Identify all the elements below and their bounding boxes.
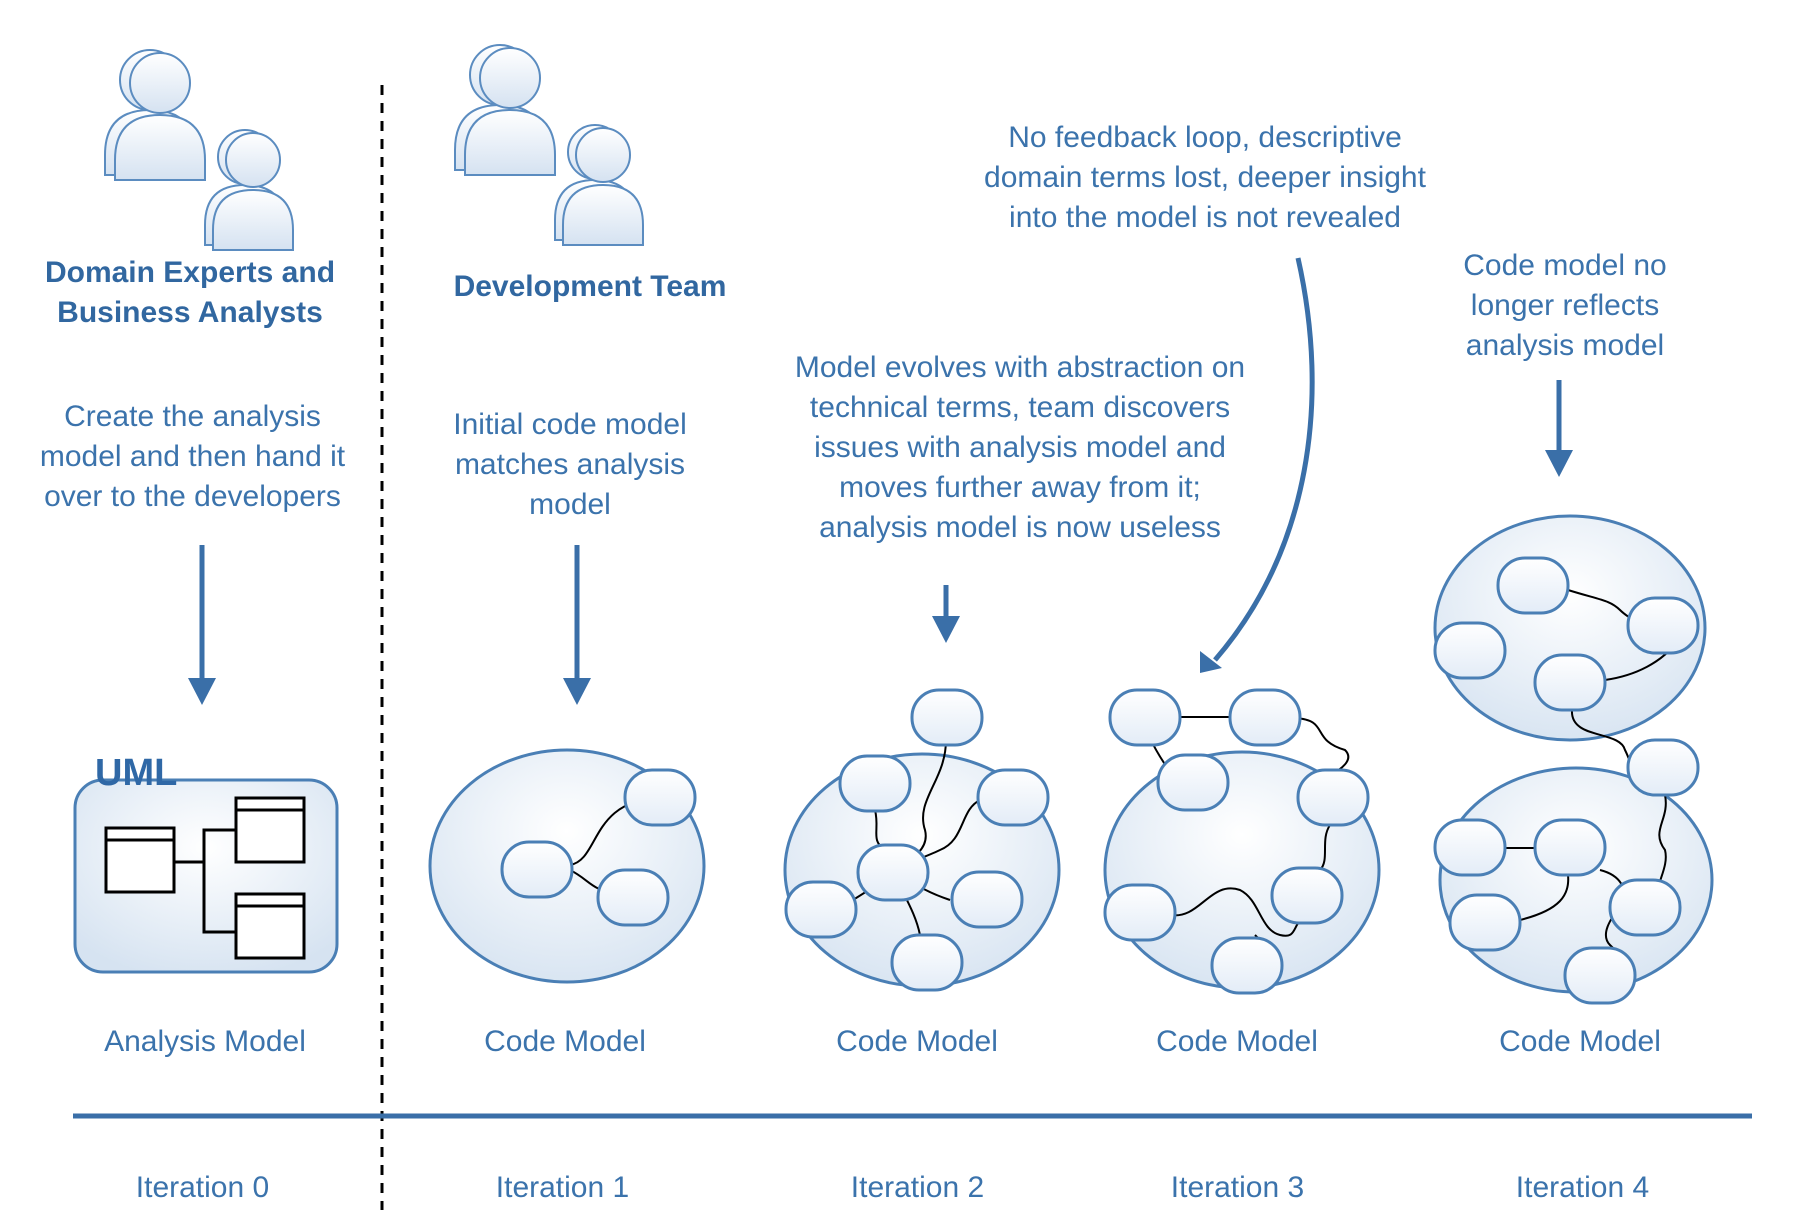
code-model-label-1: Code Model [484,1025,646,1058]
iteration-label-3: Iteration 3 [1170,1171,1305,1204]
iteration-label-0: Iteration 0 [135,1171,270,1204]
code-model-4 [1433,514,1714,1005]
code-model-3 [1103,688,1381,995]
arrow-iteration2 [932,585,960,643]
code-model-2 [783,688,1061,992]
analysis-model-label: Analysis Model [104,1025,306,1058]
note-iteration3: No feedback loop, descriptive domain ter… [984,121,1426,234]
iteration-label-4: Iteration 4 [1515,1171,1650,1204]
iteration-label-2: Iteration 2 [850,1171,985,1204]
arrow-iteration3 [1200,257,1315,673]
code-model-1 [428,748,706,984]
development-team-heading: Development Team [453,270,727,303]
iteration-label-1: Iteration 1 [495,1171,630,1204]
people-icon [454,44,644,246]
arrow-iteration4 [1545,380,1573,477]
code-model-label-2: Code Model [836,1025,998,1058]
domain-experts-heading: Domain Experts and Business Analysts [44,256,336,329]
uml-label: UML [95,752,178,794]
code-model-label-3: Code Model [1156,1025,1318,1058]
people-icon [104,49,294,251]
arrow-iteration1 [563,545,591,705]
note-iteration2: Model evolves with abstraction on techni… [794,351,1246,544]
arrow-iteration0 [188,545,216,705]
note-iteration1: Initial code model matches analysis mode… [453,408,687,521]
uml-analysis-diagram [73,778,339,974]
note-iteration4: Code model no longer reflects analysis m… [1463,249,1667,362]
code-model-label-4: Code Model [1499,1025,1661,1058]
note-iteration0: Create the analysis model and then hand … [39,400,346,513]
